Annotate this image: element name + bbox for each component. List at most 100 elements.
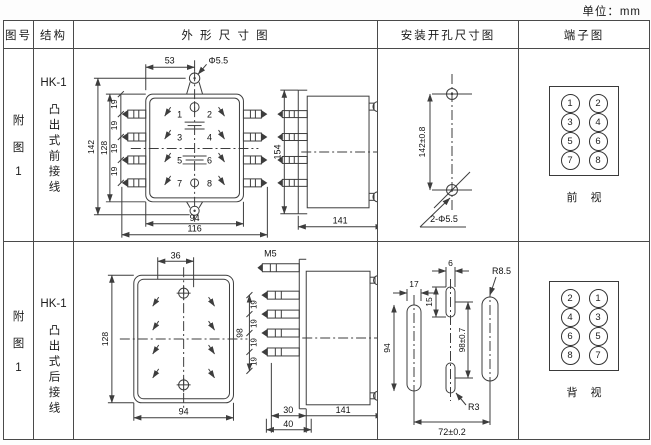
terminal-pin: 1 — [560, 93, 580, 113]
dim-19: 19 — [249, 356, 258, 365]
relay-outline-rear-wiring-svg: 36 128 94 M5 98 19 19 19 19 30 40 141 — [100, 248, 377, 433]
dim-m5: M5 — [264, 248, 276, 258]
mounting-holes-drawing — [419, 74, 472, 228]
terminal-pin: 7 — [560, 150, 580, 170]
dim-94: 94 — [179, 406, 189, 416]
dim-98-tol: 98±0.7 — [458, 327, 467, 352]
terminal-pin: 7 — [588, 346, 608, 365]
dim-2-holes: 2-Φ5.5 — [430, 214, 458, 224]
terminal-caption: 背 视 — [566, 387, 602, 399]
col-header-fig: 图号 — [4, 21, 34, 49]
dim-128: 128 — [100, 331, 110, 345]
mounting-slots-drawing — [391, 266, 499, 425]
terminal-no: 8 — [207, 178, 212, 188]
col-header-structure: 结构 — [34, 21, 74, 49]
dim-hole: Φ5.5 — [209, 55, 229, 65]
terminal-no: 7 — [177, 178, 182, 188]
dim-17: 17 — [409, 279, 419, 289]
mounting-drawing-row2: 17 94 6 15 98±0.7 R8.5 R3 72±0.2 — [378, 242, 519, 439]
outline-dimension-labels: 36 128 94 M5 98 19 19 19 19 30 40 141 — [100, 248, 351, 429]
dim-19: 19 — [109, 143, 119, 153]
dim-19: 19 — [249, 318, 258, 327]
dim-53: 53 — [165, 55, 175, 65]
terminal-no: 6 — [207, 155, 212, 165]
side-view-drawing — [277, 89, 377, 230]
dim-128: 128 — [99, 141, 109, 155]
dim-116: 116 — [187, 224, 201, 234]
outline-drawing-row1: 53 Φ5.5 142 128 19 19 19 19 1 2 3 4 5 6 … — [74, 49, 378, 242]
model-label: HK-1 — [40, 77, 67, 89]
col-header-terminal: 端子图 — [519, 21, 649, 49]
structure-row2: HK-1 凸出式后接线 — [34, 242, 74, 439]
col-header-mounting: 安装开孔尺寸图 — [378, 21, 519, 49]
front-view-drawing — [107, 256, 248, 421]
structure-row1: HK-1 凸出式前接线 — [34, 49, 74, 242]
terminal-pin: 3 — [560, 112, 580, 132]
dim-72-tol: 72±0.2 — [438, 427, 465, 437]
terminal-box-front-view: 1 2 3 4 5 6 7 8 — [549, 85, 619, 176]
terminal-diagram-row1: 1 2 3 4 5 6 7 8 前 视 — [519, 49, 649, 242]
mounting-drawing-row1: 142±0.8 2-Φ5.5 — [378, 49, 519, 242]
mounting-holes-rear-wiring-svg: 17 94 6 15 98±0.7 R8.5 R3 72±0.2 — [382, 258, 511, 437]
terminal-pin: 4 — [588, 112, 608, 132]
terminal-caption: 前 视 — [566, 191, 602, 204]
terminal-pin: 4 — [560, 308, 580, 327]
terminal-no: 4 — [207, 133, 212, 143]
terminal-pin: 5 — [588, 327, 608, 346]
terminal-pin: 8 — [588, 150, 608, 170]
dim-94: 94 — [190, 213, 200, 223]
spec-table: 图号 结构 外 形 尺 寸 图 安装开孔尺寸图 端子图 附 图 1 HK-1 凸… — [3, 20, 650, 440]
terminal-no: 5 — [177, 155, 182, 165]
dim-141: 141 — [336, 404, 351, 414]
structure-label: 凸出式后接线 — [47, 324, 60, 417]
front-view-drawing — [93, 60, 268, 238]
terminal-no: 2 — [207, 110, 212, 120]
fig-char: 附 — [12, 115, 25, 127]
fig-no-row1: 附 图 1 — [4, 49, 34, 242]
dim-36: 36 — [171, 250, 181, 260]
fig-char: 1 — [15, 361, 22, 374]
unit-note: 单位：mm — [582, 6, 641, 18]
terminal-pin: 3 — [588, 308, 608, 327]
fig-char: 图 — [12, 142, 25, 154]
dim-98: 98 — [234, 328, 244, 338]
dim-19: 19 — [109, 166, 119, 176]
dim-19: 19 — [249, 299, 258, 308]
dim-30: 30 — [283, 404, 293, 414]
col-header-outline: 外 形 尺 寸 图 — [74, 21, 378, 49]
dim-142: 142 — [86, 140, 96, 154]
mounting-holes-front-wiring-svg: 142±0.8 2-Φ5.5 — [417, 74, 472, 228]
terminal-pin: 2 — [588, 93, 608, 113]
dim-r3: R3 — [468, 402, 480, 412]
fig-char: 1 — [15, 166, 22, 178]
dim-15: 15 — [424, 297, 434, 307]
terminal-pin: 8 — [560, 346, 580, 365]
dim-142-tol: 142±0.8 — [417, 126, 427, 157]
fig-char: 图 — [12, 337, 25, 350]
terminal-diagram-row2: 2 1 4 3 6 5 8 7 背 视 — [519, 242, 649, 439]
fig-char: 附 — [12, 310, 25, 323]
dim-6: 6 — [448, 258, 453, 268]
terminal-box-rear-view: 2 1 4 3 6 5 8 7 — [549, 281, 619, 371]
terminal-pin: 5 — [560, 131, 580, 151]
dim-141: 141 — [333, 216, 348, 226]
mounting-dimension-labels: 142±0.8 2-Φ5.5 — [417, 126, 458, 224]
mounting-dimension-labels: 17 94 6 15 98±0.7 R8.5 R3 72±0.2 — [382, 258, 511, 437]
structure-label: 凸出式前接线 — [47, 103, 60, 196]
outline-dimension-labels: 53 Φ5.5 142 128 19 19 19 19 1 2 3 4 5 6 … — [86, 55, 348, 233]
dim-r85: R8.5 — [492, 266, 511, 276]
model-label: HK-1 — [40, 298, 67, 310]
outline-drawing-row2: 36 128 94 M5 98 19 19 19 19 30 40 141 — [74, 242, 378, 439]
terminal-no: 3 — [177, 133, 182, 143]
dim-19: 19 — [249, 337, 258, 346]
terminal-no: 1 — [177, 110, 182, 120]
side-view-drawing — [246, 258, 377, 433]
relay-outline-front-wiring-svg: 53 Φ5.5 142 128 19 19 19 19 1 2 3 4 5 6 … — [86, 55, 377, 238]
dim-154: 154 — [272, 144, 282, 159]
terminal-pin: 1 — [588, 289, 608, 308]
terminal-pin: 6 — [588, 131, 608, 151]
fig-no-row2: 附 图 1 — [4, 242, 34, 439]
dim-40: 40 — [283, 419, 293, 429]
terminal-pin: 2 — [560, 289, 580, 308]
